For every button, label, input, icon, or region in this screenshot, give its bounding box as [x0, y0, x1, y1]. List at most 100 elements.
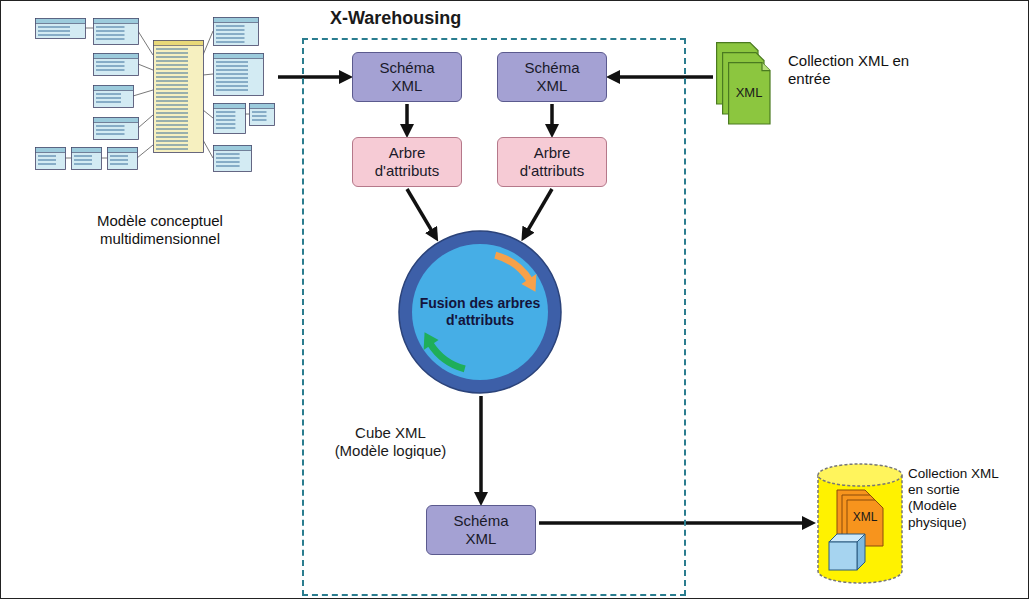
table-row	[74, 156, 92, 157]
region-title: X-Warehousing	[330, 8, 550, 30]
table-row	[38, 164, 56, 165]
box-label: Schéma XML	[367, 59, 447, 95]
table-row	[216, 128, 235, 129]
table-box	[214, 104, 246, 134]
cube	[829, 534, 865, 570]
attribute-tree-box: Arbre d'attributs	[497, 137, 607, 187]
table-link	[137, 145, 153, 158]
table-header	[94, 54, 139, 59]
table-row	[96, 98, 121, 99]
xml-tag: XML	[728, 62, 770, 124]
table-link	[101, 158, 107, 159]
table-row	[96, 102, 121, 103]
table-row	[252, 112, 267, 113]
table-row	[96, 94, 121, 95]
table-row	[252, 120, 267, 121]
table-row	[216, 154, 240, 155]
table-link	[138, 31, 153, 55]
table-box	[154, 41, 204, 153]
table-row	[156, 85, 188, 86]
table-link	[138, 115, 153, 128]
table-row	[156, 93, 188, 94]
table-row	[216, 166, 240, 167]
table-row	[156, 117, 188, 118]
table-row	[96, 70, 125, 71]
table-row	[156, 81, 188, 82]
cylinder-body	[818, 475, 902, 583]
xml-input: XMLCollection XML en entrée	[716, 42, 772, 126]
table-row	[216, 158, 240, 159]
table-row	[110, 156, 128, 157]
table-row	[156, 69, 188, 70]
flow-arrow	[479, 396, 483, 498]
cylinder-top	[818, 464, 902, 486]
table-row	[96, 62, 125, 63]
cube-label: Cube XML (Modèle logique)	[328, 424, 453, 460]
flow-arrow	[407, 189, 434, 235]
box-label: Arbre d'attributs	[367, 144, 447, 180]
input-caption: Collection XML en entrée	[788, 52, 913, 88]
table-box	[36, 148, 66, 170]
table-link	[138, 64, 153, 70]
table-row	[38, 156, 56, 157]
table-box	[94, 54, 139, 76]
table-row	[216, 34, 245, 35]
table-row	[38, 27, 70, 28]
outer-ring	[399, 231, 561, 393]
table-row	[156, 145, 188, 146]
flow-arrow	[405, 104, 409, 130]
xml-tag: XML	[847, 500, 883, 534]
table-row	[216, 66, 248, 67]
table-box	[214, 18, 259, 46]
table-box	[214, 54, 264, 96]
table-row	[156, 113, 188, 114]
table-row	[216, 74, 248, 75]
table-header	[94, 19, 139, 24]
green-swirl-head	[424, 332, 439, 350]
schema-box: Schéma XML	[352, 52, 462, 102]
table-row	[156, 133, 188, 134]
xml-sheets	[717, 43, 770, 124]
xml-output: XMLCollection XML en sortie (Modèle phys…	[815, 462, 905, 584]
table-link	[85, 28, 93, 29]
table-row	[38, 35, 70, 36]
table-header	[94, 118, 139, 123]
orange-swirl	[495, 255, 530, 281]
table-row	[216, 38, 245, 39]
table-row	[156, 65, 188, 66]
table-row	[216, 82, 248, 83]
fusion-circle: Fusion des arbres d'attributs	[398, 230, 562, 394]
table-row	[216, 116, 235, 117]
table-row	[156, 57, 188, 58]
table-header	[214, 104, 246, 109]
table-row	[96, 39, 125, 40]
table-box	[94, 118, 139, 140]
table-row	[74, 160, 92, 161]
output-caption: Collection XML en sortie (Modèle physiqu…	[908, 466, 1008, 531]
table-row	[156, 89, 188, 90]
table-row	[96, 126, 125, 127]
attribute-tree-box: Arbre d'attributs	[352, 137, 462, 187]
table-box	[36, 19, 86, 39]
flow-arrow	[278, 75, 345, 79]
table-row	[216, 62, 248, 63]
table-header	[154, 41, 204, 46]
xml-stack-input	[716, 42, 776, 128]
table-row	[216, 86, 248, 87]
table-box	[250, 104, 275, 126]
table-row	[216, 26, 245, 27]
box-label: Arbre d'attributs	[512, 144, 592, 180]
table-row	[216, 42, 245, 43]
cube-side	[857, 534, 865, 570]
table-box	[214, 146, 252, 172]
schema-box: Schéma XML	[497, 52, 607, 102]
table-box	[94, 86, 134, 108]
table-header	[214, 18, 259, 23]
table-row	[96, 35, 125, 36]
table-link	[133, 90, 153, 96]
table-row	[156, 101, 188, 102]
table-row	[216, 120, 235, 121]
flow-arrow	[614, 75, 713, 79]
table-header	[72, 148, 102, 153]
